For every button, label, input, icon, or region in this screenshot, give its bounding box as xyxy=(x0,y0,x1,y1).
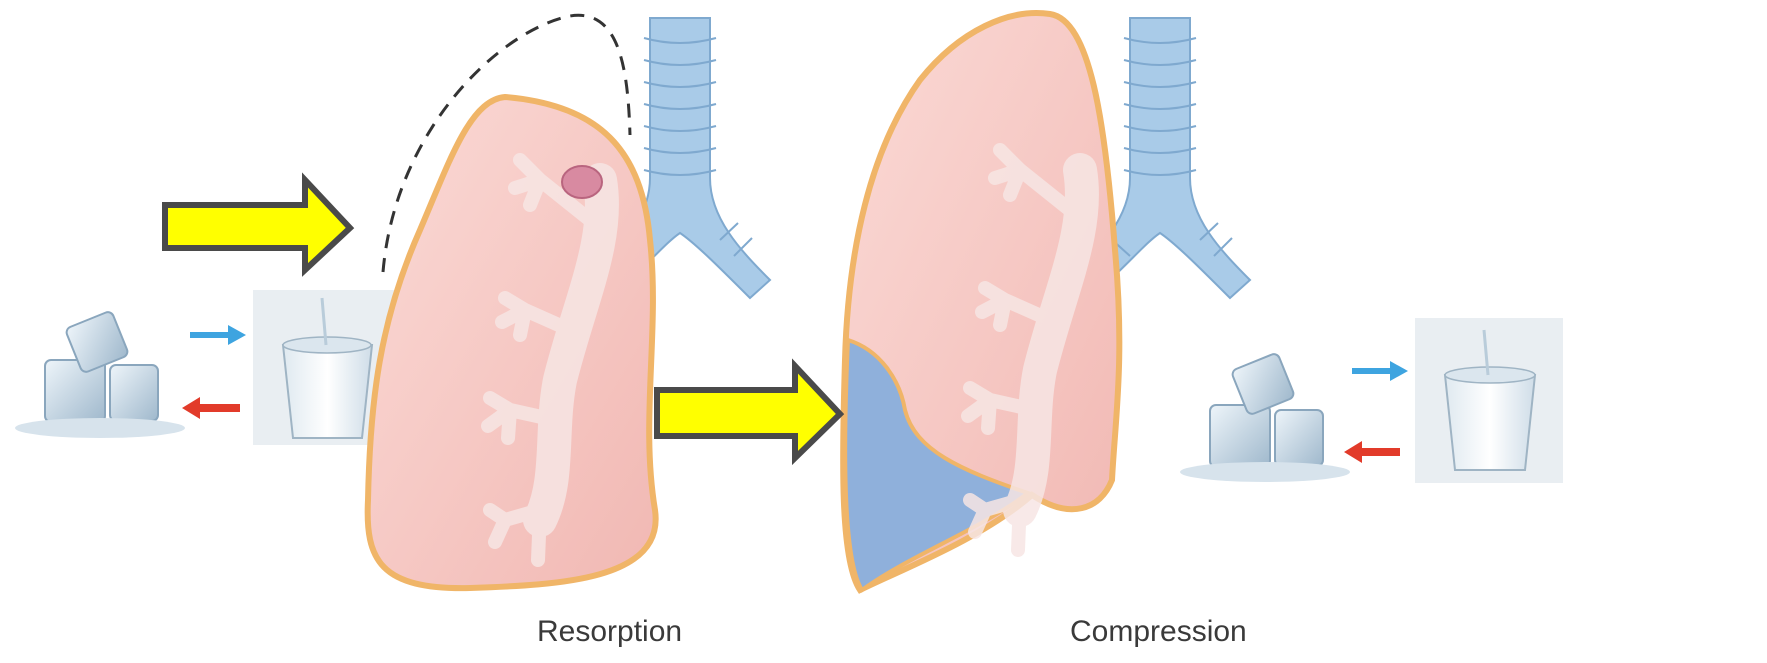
airway-obstruction xyxy=(562,166,602,198)
glass-of-water-icon xyxy=(1415,318,1563,483)
compression-caption: Compression xyxy=(1070,615,1247,649)
phase-change-panel-left xyxy=(0,272,428,472)
resorption-lung xyxy=(368,15,770,588)
resorption-caption: Resorption xyxy=(537,615,682,649)
compression-lung xyxy=(843,13,1250,590)
phase-change-panel-right xyxy=(1165,310,1565,490)
yellow-arrow-icon-compression xyxy=(657,366,840,458)
yellow-arrow-icon-resorption xyxy=(165,180,350,270)
